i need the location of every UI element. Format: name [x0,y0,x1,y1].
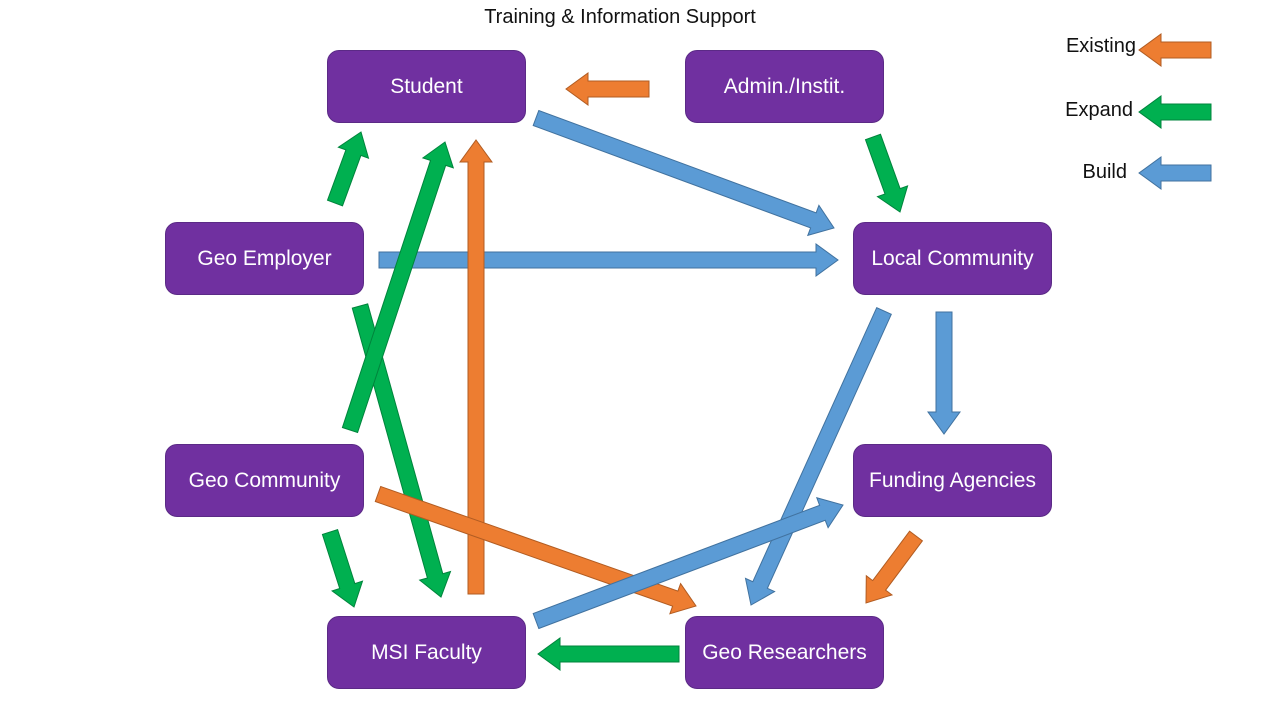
arrow-geo-employer-to-msi-faculty [351,303,452,598]
arrow-geo-community-to-student [341,141,455,434]
arrow-funding-agencies-to-geo-researchers [865,530,924,604]
arrow-local-community-to-funding-agencies [927,311,961,435]
legend-build-label: Build [1082,161,1127,183]
legend-expand-arrow-icon [1138,95,1212,129]
node-geo-researchers[interactable]: Geo Researchers [685,616,884,689]
arrow-geo-community-to-msi-faculty [321,528,364,608]
legend-expand-label: Expand [1065,99,1133,121]
node-funding-agencies[interactable]: Funding Agencies [853,444,1052,517]
arrow-geo-employer-to-student [326,131,370,207]
arrow-admin-to-student [565,72,650,106]
arrow-admin-to-local-community [864,133,909,213]
arrow-geo-employer-to-local-community [378,243,839,277]
node-geo-community[interactable]: Geo Community [165,444,364,517]
arrow-geo-researchers-to-msi-faculty [537,637,680,671]
node-local-community[interactable]: Local Community [853,222,1052,295]
node-msi-faculty[interactable]: MSI Faculty [327,616,526,689]
legend-build-arrow-icon [1138,156,1212,190]
node-student[interactable]: Student [327,50,526,123]
diagram-title: Training & Information Support [484,6,756,28]
legend-existing-label: Existing [1065,35,1136,57]
node-admin-instit[interactable]: Admin./Instit. [685,50,884,123]
arrow-msi-faculty-to-funding-agencies [532,497,844,630]
legend-existing-arrow-icon [1138,33,1212,67]
node-geo-employer[interactable]: Geo Employer [165,222,364,295]
arrow-student-to-local-community [532,109,835,237]
